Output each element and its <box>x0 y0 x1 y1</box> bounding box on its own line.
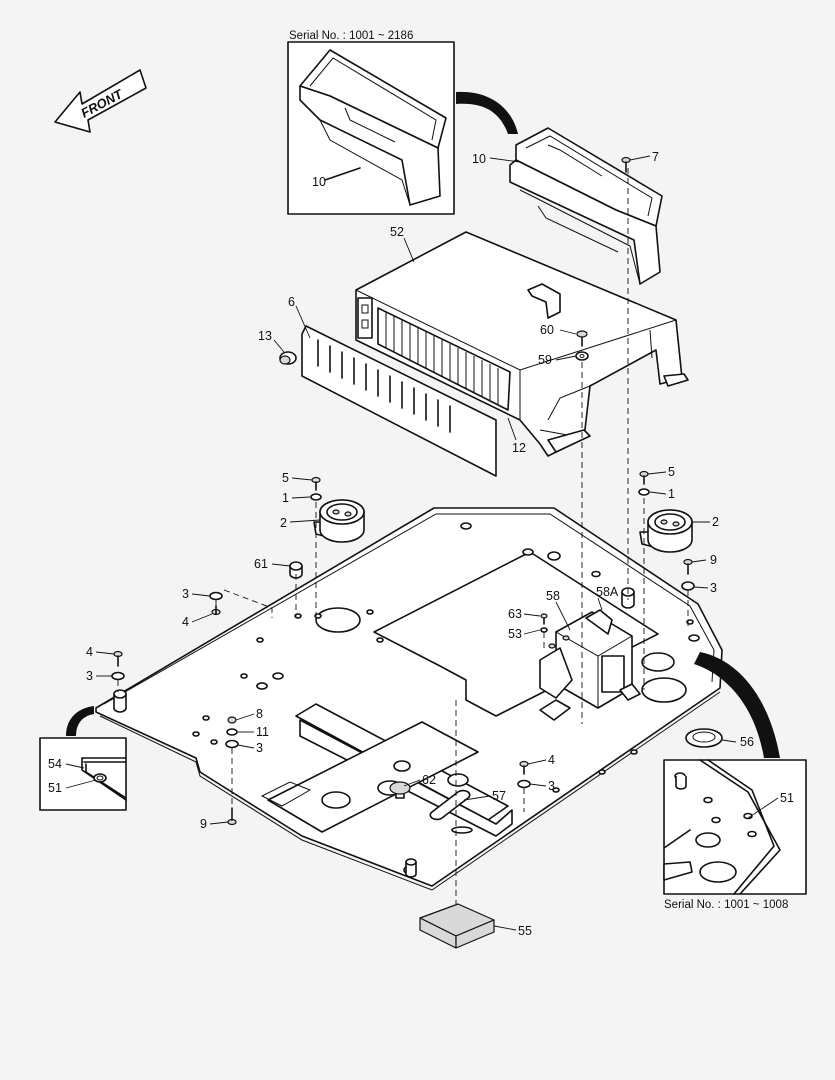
callout-5-right: 5 <box>668 465 675 479</box>
callout-4-far-left: 4 <box>86 645 93 659</box>
knob-13 <box>279 351 297 365</box>
callout-3-far-left: 3 <box>86 669 93 683</box>
callout-7: 7 <box>652 150 659 164</box>
callout-1-left: 1 <box>282 491 289 505</box>
center-lines <box>117 168 689 904</box>
inset-top: Serial No. : 1001 ~ 2186 10 <box>287 30 455 215</box>
box-52 <box>355 231 689 457</box>
inset-top-pointer <box>456 91 518 134</box>
callout-9-bottom: 9 <box>200 817 207 831</box>
grille-slots <box>317 339 451 433</box>
leader-lines <box>95 155 737 931</box>
washer-59 <box>575 351 589 361</box>
hardware <box>111 470 723 826</box>
callout-12: 12 <box>512 441 526 455</box>
callout-62: 62 <box>422 773 436 787</box>
callout-13: 13 <box>258 329 272 343</box>
inset-bottom-right: 51 Serial No. : 1001 ~ 1008 <box>663 759 807 911</box>
inset-bl-label-51: 51 <box>48 781 62 795</box>
callout-3-center-left: 3 <box>256 741 263 755</box>
inset-bottom-left: 54 51 <box>39 737 127 811</box>
callout-3-center: 3 <box>548 779 555 793</box>
callout-55: 55 <box>518 924 532 938</box>
callout-4-center: 4 <box>548 753 555 767</box>
callout-3-left: 3 <box>182 587 189 601</box>
callout-11: 11 <box>256 725 269 739</box>
inset-bl-label-54: 54 <box>48 757 62 771</box>
callout-6: 6 <box>288 295 295 309</box>
screw-7 <box>621 156 631 173</box>
callout-61: 61 <box>254 557 268 571</box>
radiator-fins <box>385 312 499 404</box>
callout-1-right: 1 <box>668 487 675 501</box>
duct-10 <box>509 127 663 285</box>
callout-9-right: 9 <box>710 553 717 567</box>
inset-bl-pointer <box>66 706 94 736</box>
callout-2-right: 2 <box>712 515 719 529</box>
mount-2-left <box>313 499 365 543</box>
callout-labels: 10 7 52 6 13 60 59 12 5 1 2 5 1 2 9 3 61… <box>86 150 754 938</box>
callout-3-right: 3 <box>710 581 717 595</box>
callout-52: 52 <box>390 225 404 239</box>
inset-br-pointer <box>694 652 780 758</box>
callout-57: 57 <box>492 789 506 803</box>
callout-53: 53 <box>508 627 522 641</box>
inset-br-part-label: 51 <box>780 791 794 805</box>
callout-56: 56 <box>740 735 754 749</box>
inset-top-part-label: 10 <box>312 175 326 189</box>
callout-58: 58 <box>546 589 560 603</box>
pad-55 <box>419 903 495 949</box>
inset-top-serial-note: Serial No. : 1001 ~ 2186 <box>289 30 413 42</box>
screw-60 <box>576 330 588 347</box>
callout-8: 8 <box>256 707 263 721</box>
callout-2-left: 2 <box>280 516 287 530</box>
callout-5-left: 5 <box>282 471 289 485</box>
inset-br-serial-note: Serial No. : 1001 ~ 1008 <box>664 899 788 911</box>
callout-58A: 58A <box>596 585 619 599</box>
callout-10: 10 <box>472 152 486 166</box>
mount-2-right <box>639 509 693 553</box>
front-arrow-icon: FRONT <box>54 69 147 133</box>
callout-60: 60 <box>540 323 554 337</box>
callout-4-left: 4 <box>182 615 189 629</box>
callout-59: 59 <box>538 353 552 367</box>
floor-plate-51 <box>95 507 723 891</box>
callout-63: 63 <box>508 607 522 621</box>
switch-box-58 <box>539 609 641 721</box>
